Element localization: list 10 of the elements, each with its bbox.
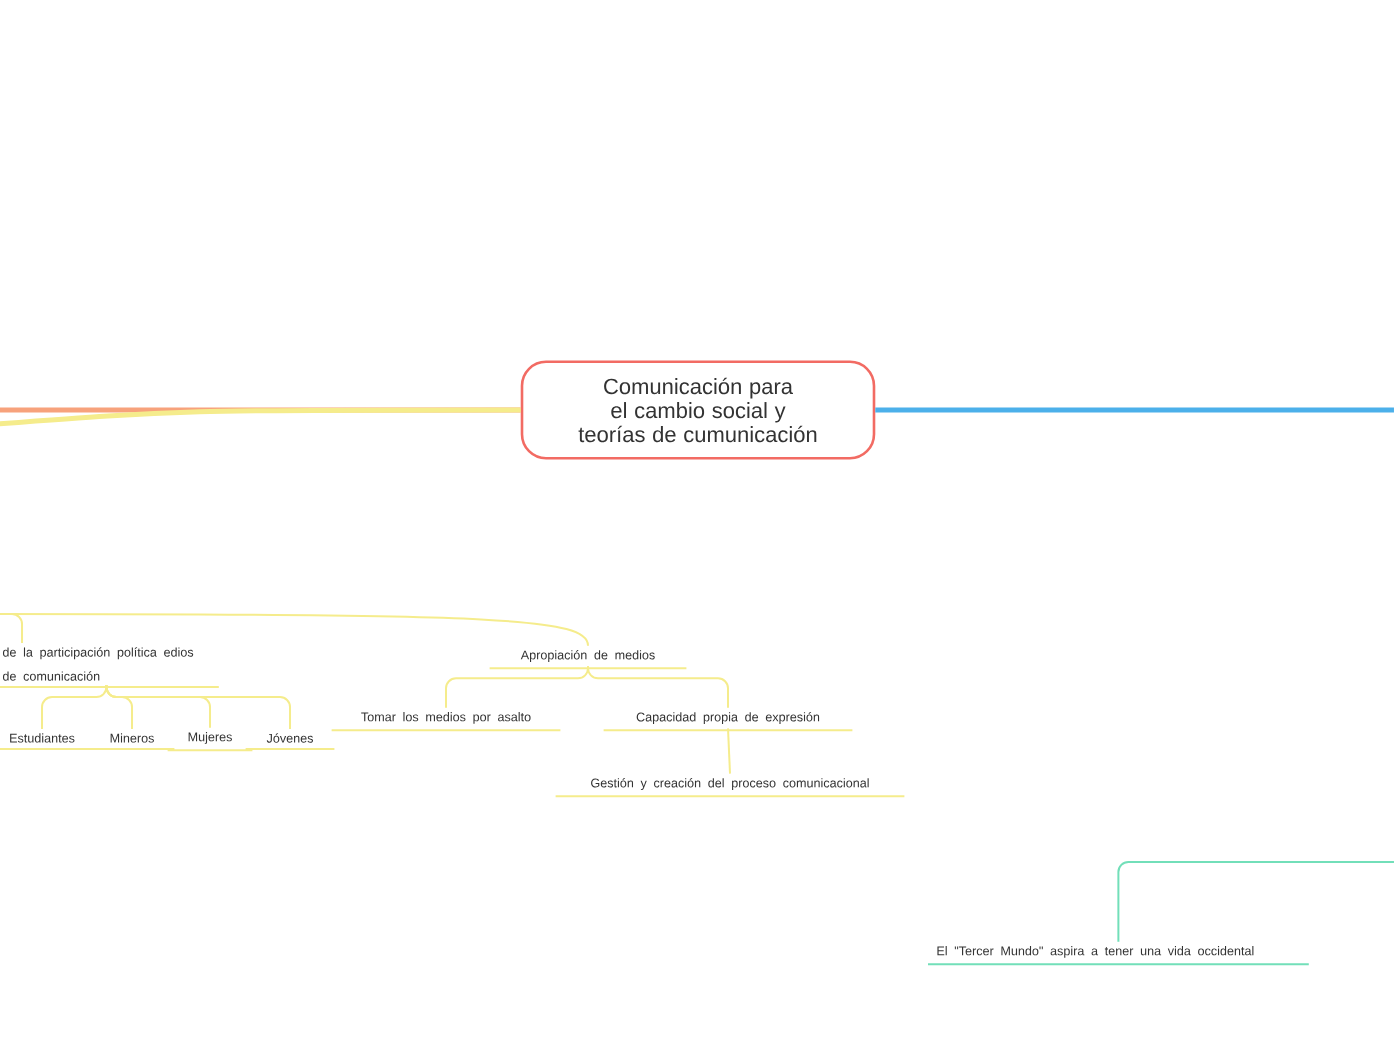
- connector-line: [1117, 861, 1394, 943]
- connector-line: [105, 684, 291, 730]
- central-topic-box: Comunicación para el cambio social y teorías de cumunicación: [520, 360, 876, 460]
- connector-line: [587, 665, 729, 709]
- connector-line: [445, 665, 589, 709]
- connector-line: [727, 727, 731, 775]
- connector-line: [0, 613, 589, 647]
- connector-line: [875, 407, 1394, 413]
- connector-line: [0, 407, 521, 427]
- connector-line: [41, 684, 108, 730]
